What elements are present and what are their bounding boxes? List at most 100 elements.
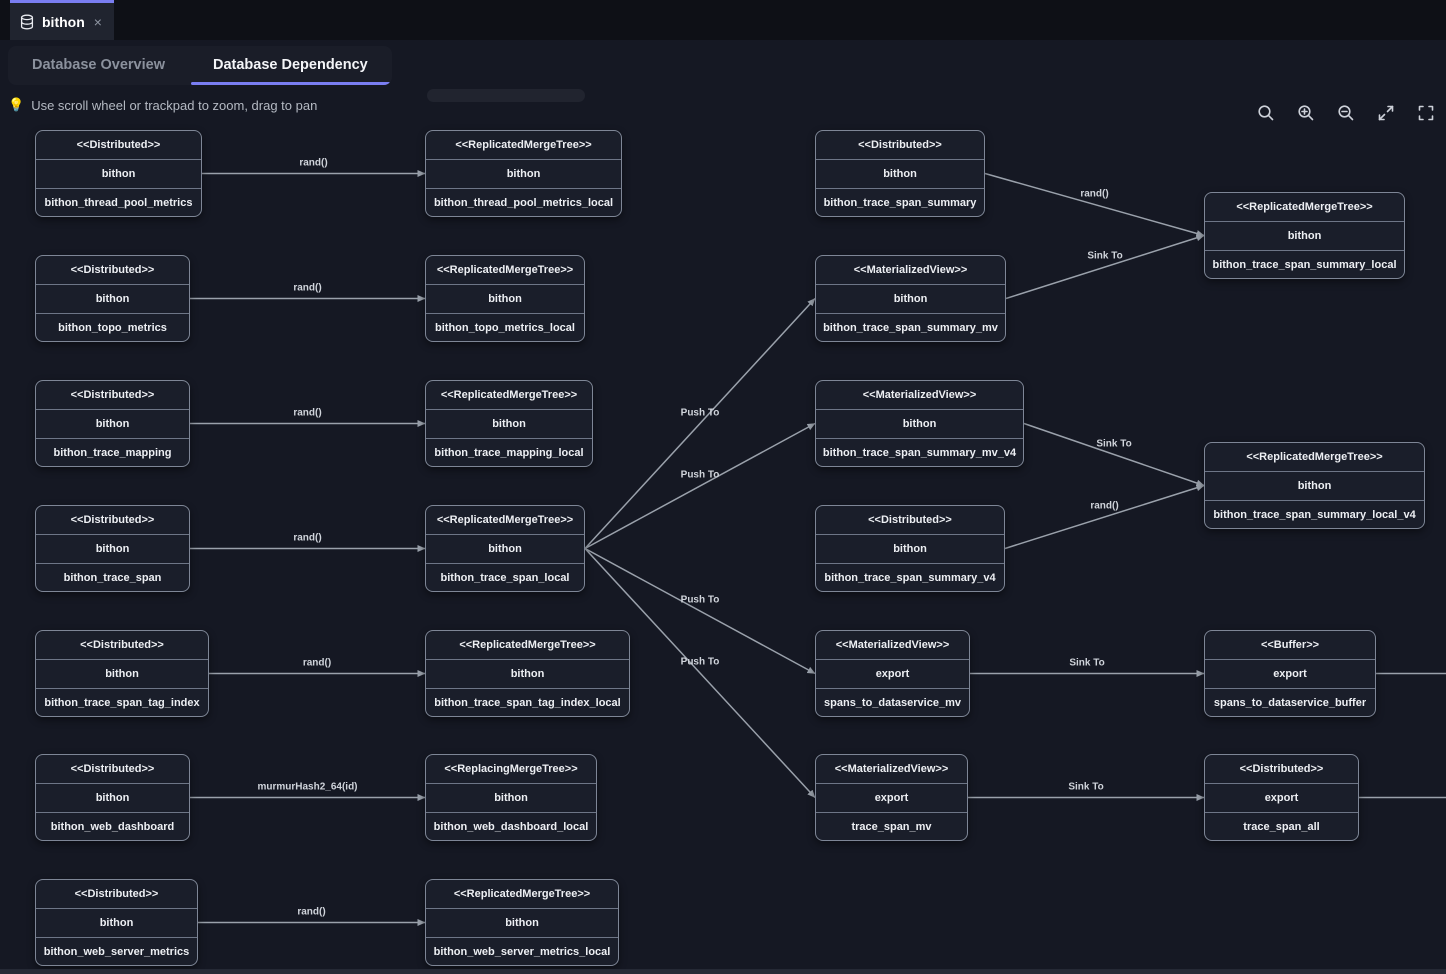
graph-edge <box>584 422 816 550</box>
node-table: bithon_topo_metrics <box>36 312 189 341</box>
node-table: bithon_trace_mapping <box>36 437 189 466</box>
node-type: <<ReplicatedMergeTree>> <box>1236 201 1373 213</box>
edge-label: rand() <box>1080 188 1109 199</box>
tab-database-overview[interactable]: Database Overview <box>32 57 165 73</box>
zoom-hint: 💡 Use scroll wheel or trackpad to zoom, … <box>8 97 317 113</box>
graph-edge <box>984 172 1205 237</box>
close-icon[interactable]: × <box>93 13 102 30</box>
node-table: bithon_trace_span_summary_mv <box>816 312 1005 341</box>
fit-view-icon[interactable] <box>1375 102 1397 124</box>
node-database: bithon <box>426 409 592 437</box>
node-database: bithon <box>816 409 1023 437</box>
hint-text: Use scroll wheel or trackpad to zoom, dr… <box>31 97 318 113</box>
node-table: bithon_trace_span_summary_v4 <box>816 562 1004 591</box>
node-table: bithon_trace_span <box>36 562 189 591</box>
node-type: <<Distributed>> <box>70 514 155 526</box>
edge-label: Sink To <box>1096 438 1132 449</box>
node-table: bithon_thread_pool_metrics <box>36 187 201 216</box>
view-tabs: Database Overview Database Dependency <box>8 46 392 85</box>
node-type: <<Distributed>> <box>80 639 164 651</box>
node-type: <<Distributed>> <box>76 139 161 151</box>
node-database: bithon <box>816 284 1005 312</box>
tab-database-dependency[interactable]: Database Dependency <box>189 46 392 85</box>
node-database: bithon <box>36 659 208 687</box>
node-type: <<ReplicatedMergeTree>> <box>440 389 578 401</box>
search-icon[interactable] <box>1255 102 1277 124</box>
node-database: bithon <box>1205 471 1424 499</box>
node-database: export <box>1205 659 1375 687</box>
zoom-in-icon[interactable] <box>1295 102 1317 124</box>
edge-label: rand() <box>293 282 322 293</box>
node-table: bithon_trace_span_summary <box>816 187 984 216</box>
node-table: bithon_trace_span_local <box>426 562 584 591</box>
node-database: bithon <box>36 908 197 936</box>
node-type: <<ReplicatedMergeTree>> <box>436 514 574 526</box>
node-database: bithon <box>36 534 189 562</box>
edge-label: Sink To <box>1068 781 1104 792</box>
fullscreen-icon[interactable] <box>1415 102 1437 124</box>
graph-edge <box>1023 422 1205 487</box>
bottom-strip <box>0 969 1446 974</box>
tab-title: bithon <box>42 13 85 30</box>
graph-toolbar <box>1255 102 1437 124</box>
node-table: spans_to_dataservice_mv <box>816 687 969 716</box>
node-table: trace_span_mv <box>816 811 967 840</box>
node-table: trace_span_all <box>1205 811 1358 840</box>
faded-panel <box>427 89 585 102</box>
node-database: bithon <box>36 409 189 437</box>
node-type: <<Distributed>> <box>70 389 155 401</box>
node-type: <<MaterializedView>> <box>835 639 950 651</box>
tab-bithon[interactable]: bithon × <box>10 0 114 40</box>
node-database: bithon <box>36 284 189 312</box>
node-type: <<Buffer>> <box>1260 639 1320 651</box>
node-table: bithon_trace_span_summary_mv_v4 <box>816 437 1023 466</box>
node-type: <<MaterializedView>> <box>834 763 949 775</box>
zoom-out-icon[interactable] <box>1335 102 1357 124</box>
node-table: bithon_topo_metrics_local <box>426 312 584 341</box>
lightbulb-icon: 💡 <box>8 97 25 112</box>
node-table: spans_to_dataservice_buffer <box>1205 687 1375 716</box>
node-table: bithon_web_dashboard <box>36 811 189 840</box>
node-type: <<Distributed>> <box>74 888 159 900</box>
node-database: bithon <box>816 159 984 187</box>
graph-edge <box>584 547 816 675</box>
graph-edge <box>584 297 816 550</box>
node-database: bithon <box>816 534 1004 562</box>
node-table: bithon_web_server_metrics_local <box>426 936 618 965</box>
edge-label: rand() <box>293 407 322 418</box>
edge-label: rand() <box>1090 500 1119 512</box>
edge-label: Sink To <box>1069 657 1105 668</box>
node-database: bithon <box>1205 221 1404 249</box>
node-database: bithon <box>426 159 621 187</box>
node-database: export <box>816 783 967 811</box>
edge-label: murmurHash2_64(id) <box>257 781 358 792</box>
node-table: bithon_trace_span_tag_index_local <box>426 687 629 716</box>
node-type: <<ReplicatedMergeTree>> <box>1246 451 1383 463</box>
